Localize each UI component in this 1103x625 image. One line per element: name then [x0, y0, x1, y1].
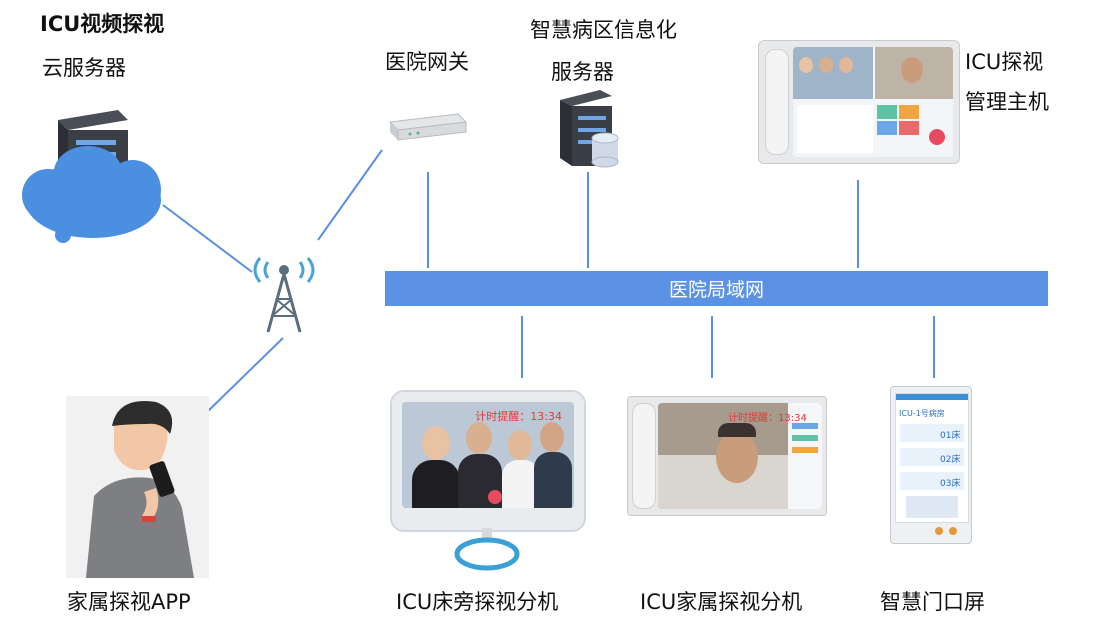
hangup-icon — [488, 490, 502, 504]
cloud-server-label-2: 云服务器 — [42, 56, 126, 80]
mgmt-host-label-2: 管理主机 — [965, 90, 1049, 114]
person-phone-icon — [66, 396, 209, 578]
lan-label: 医院局域网 — [668, 279, 764, 301]
door-room-2: 02床 — [940, 455, 961, 465]
videophone-icon-2: 计时提醒：13:34 — [627, 396, 827, 516]
door-room-3: 03床 — [940, 479, 961, 489]
bedside-label: ICU床旁探视分机 — [396, 590, 559, 614]
door-screen-label: 智慧门口屏 — [880, 590, 985, 614]
door-room-title: ICU-1号病房 — [899, 409, 945, 418]
handset — [765, 49, 789, 155]
family-timer: 计时提醒：13:34 — [728, 413, 807, 424]
link-cloud-tower — [162, 204, 253, 273]
ward-server-label-2: 服务器 — [551, 60, 614, 84]
link-tower-app — [204, 337, 284, 415]
antenna-tower-icon — [253, 257, 315, 333]
door-room-1: 01床 — [940, 431, 961, 441]
cloud-server-icon — [22, 110, 161, 243]
bedside-screen: 计时提醒：13:34 — [402, 402, 574, 508]
host-screen — [793, 47, 953, 157]
door-screen: ICU-1号病房 01床 02床 03床 — [895, 393, 969, 523]
ward-server-label-1: 智慧病区信息化 — [530, 18, 677, 42]
tablet-stand — [454, 528, 520, 571]
mgmt-host-label-1: ICU探视 — [965, 50, 1044, 74]
family-app-label: 家属探视APP — [67, 590, 191, 614]
hospital-lan-bar: 医院局域网 — [385, 271, 1048, 306]
router-icon — [388, 113, 468, 141]
link-tower-gateway — [317, 149, 383, 241]
cloud-icon — [22, 146, 161, 243]
family-ext-label: ICU家属探视分机 — [640, 590, 803, 614]
cloud-server-label-1: ICU视频探视 — [40, 12, 165, 36]
videophone-icon — [758, 40, 960, 164]
tablet-icon: 计时提醒：13:34 — [390, 390, 586, 532]
gateway-label: 医院网关 — [385, 50, 469, 74]
family-screen: 计时提醒：13:34 — [658, 403, 822, 509]
database-icon — [591, 132, 619, 168]
door-screen-icon: ICU-1号病房 01床 02床 03床 — [890, 386, 972, 544]
bedside-timer: 计时提醒：13:34 — [475, 410, 562, 423]
server-icon — [560, 90, 619, 168]
